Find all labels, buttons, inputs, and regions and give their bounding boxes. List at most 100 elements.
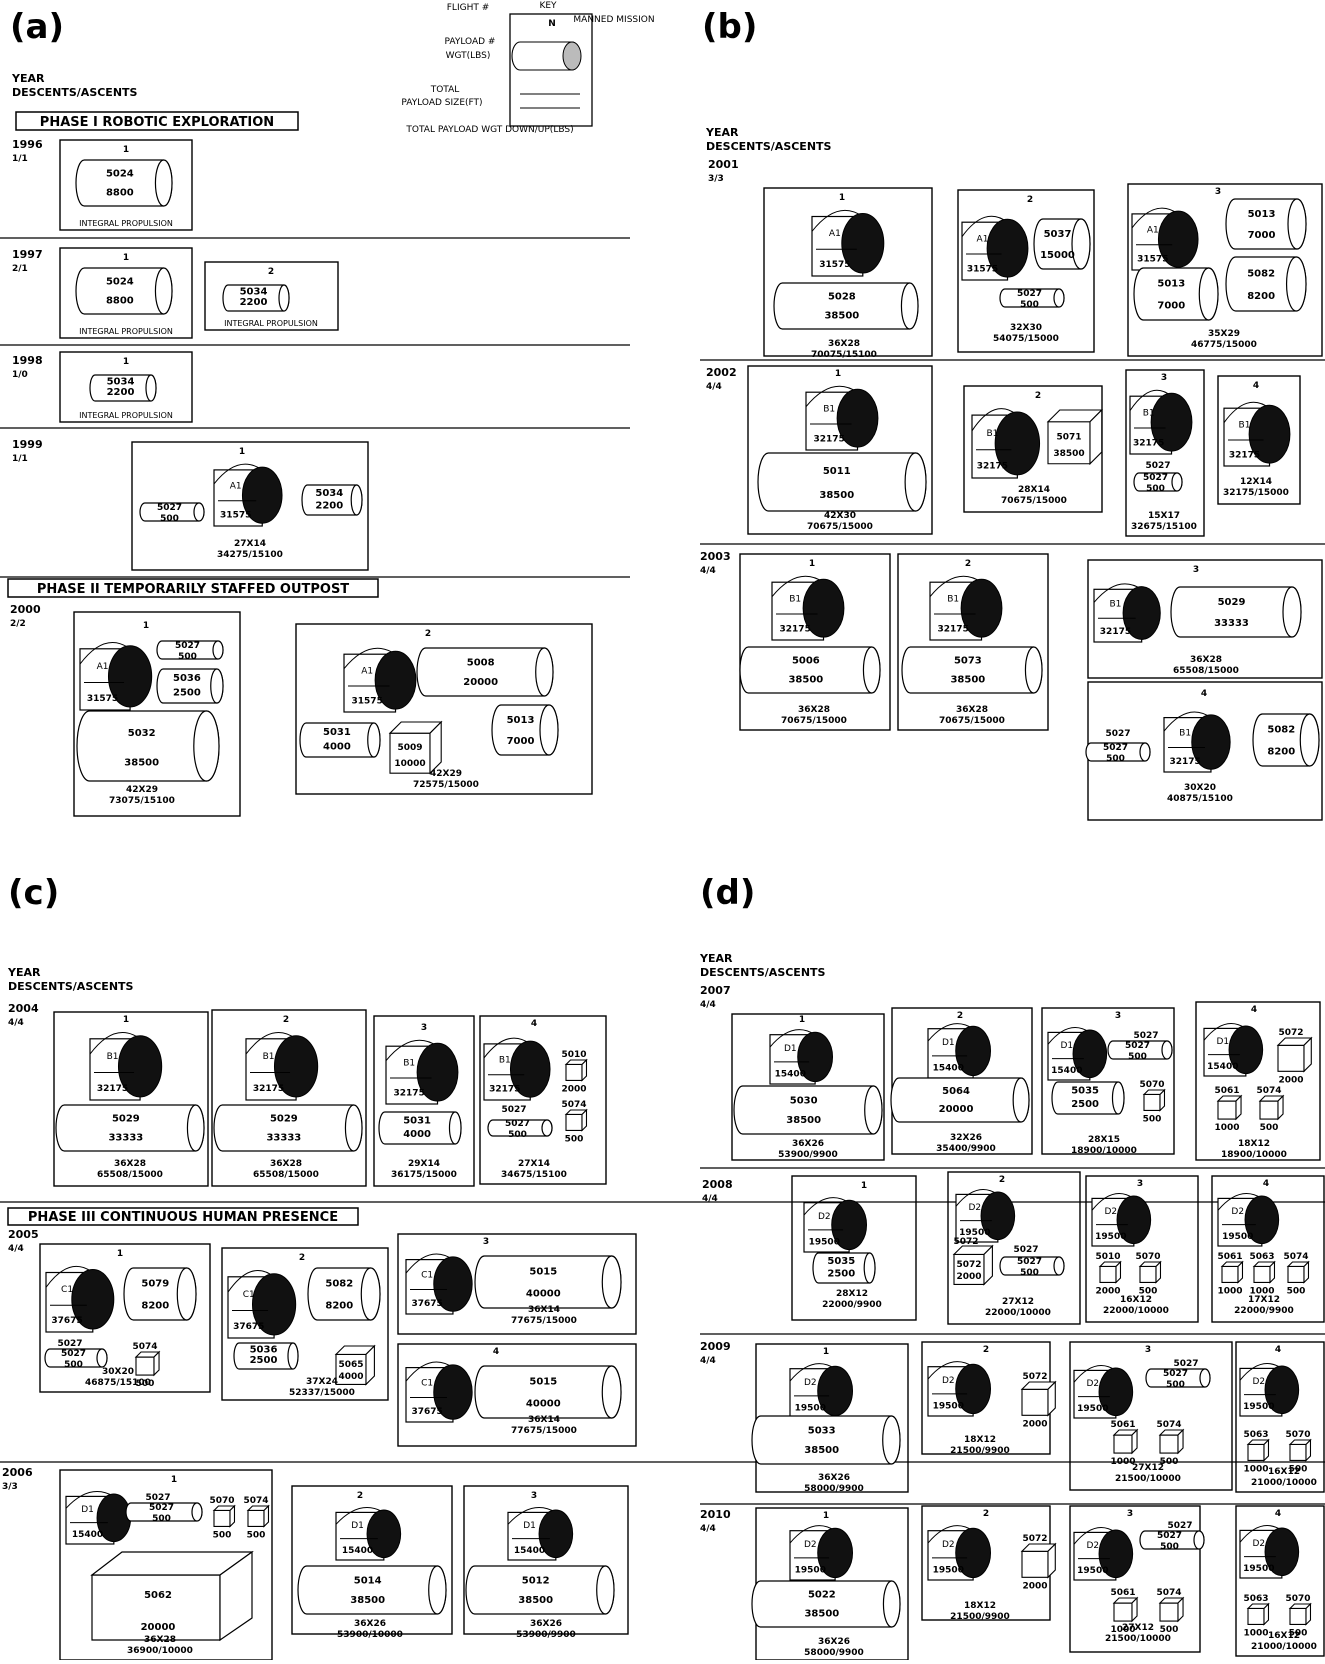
payload-weight: 40000 [526,1288,561,1299]
flight-number: 1 [809,559,815,569]
flight-box [947,1171,1081,1325]
year-label: 1999 [12,438,43,451]
payload-size: 27X12 [1122,1623,1154,1633]
year-header: YEAR [7,966,41,979]
habitat-id: D1 [1216,1037,1229,1047]
payload-total-weight: 53900/10000 [337,1630,403,1640]
payload-box-side [983,1244,993,1286]
payload-id: 5015 [529,1377,557,1388]
payload-size: 29X14 [408,1159,440,1169]
payload-weight: 2200 [315,500,343,511]
payload-box [1143,1093,1161,1112]
payload-size: 36X28 [270,1159,302,1169]
payload-weight: 8200 [325,1300,353,1311]
manned-hatch [802,578,845,638]
key-manned: MANNED MISSION [573,15,654,25]
payload-box-side [1263,1438,1270,1462]
payload-weight: 38500 [950,675,985,686]
payload-total-weight: 34675/15100 [501,1170,567,1180]
habitat-weight: 37675 [411,1407,442,1417]
habitat-weight: 32175 [977,462,1008,472]
payload-size: 36X28 [956,705,988,715]
payload-weight: 7000 [507,736,535,747]
flight-number: 2 [965,559,971,569]
flight-number: 2 [983,1345,989,1355]
payload-id: 5028 [828,292,856,303]
payload-cylinder [733,1085,883,1135]
habitat-id: C1 [421,1379,433,1389]
payload-total-weight: 22000/9900 [1234,1306,1294,1316]
payload-total-weight: 21500/9900 [950,1612,1010,1622]
key-size: PAYLOAD SIZE(FT) [401,98,482,108]
cylinder-end [428,1565,447,1615]
flight-box [53,1011,209,1187]
panel-label-b: (b) [702,7,757,47]
payload-id: 5082 [1247,268,1275,279]
payload-total-weight: 65508/15000 [253,1170,319,1180]
cylinder-end [193,710,220,782]
payload-total-weight: 46775/15000 [1191,340,1257,350]
manned-hatch [241,466,283,524]
cylinder-end [535,647,554,697]
flight-box [1069,1505,1201,1653]
payload-weight: 33333 [266,1133,301,1144]
cylinder-end [287,1342,299,1370]
payload-id: 5027 [157,503,182,513]
year-header: YEAR [699,952,733,965]
payload-id: 5027 [57,1339,82,1349]
flight-box [755,1343,909,1493]
habitat-weight: 15400 [514,1546,545,1556]
flight-box [1235,1505,1325,1657]
payload-weight: 38500 [518,1595,553,1606]
payload-cylinder [416,647,554,697]
flight-number: 2 [999,1175,1005,1185]
payload-id: 5074 [132,1342,157,1352]
payload-box-side [1303,1260,1310,1284]
payload-total-weight: 70675/15000 [939,716,1005,726]
payload-weight: 500 [1160,1457,1179,1467]
payload-id: 5027 [175,641,200,651]
payload-id: 5027 [1103,743,1128,753]
payload-weight: 1000 [1110,1457,1135,1467]
integral-propulsion-label: INTEGRAL PROPULSION [79,219,173,228]
payload-box [1113,1434,1133,1454]
payload-id: 5072 [1022,1372,1047,1382]
payload-size: 36X28 [798,705,830,715]
payload-box-side [1277,1094,1284,1121]
payload-box-side [1131,1428,1138,1455]
key-manned-end [562,41,582,71]
payload-id: 5009 [397,743,422,753]
payload-total-weight: 70675/15000 [807,522,873,532]
key-box [509,13,593,127]
habitat-weight: 32175 [97,1084,128,1094]
cylinder-end [154,159,173,207]
flight-number: 1 [823,1511,829,1521]
panel-label-a: (a) [10,7,64,47]
payload-weight: 2200 [107,387,135,398]
habitat-id: D1 [942,1038,955,1048]
payload-size: 42X29 [126,785,158,795]
habitat-id: D2 [818,1212,831,1222]
payload-weight: 38500 [824,311,859,322]
payload-weight: 500 [1020,300,1039,310]
phase-title: PHASE II TEMPORARILY STAFFED OUTPOST [37,582,349,597]
payload-weight: 2000 [561,1084,586,1094]
payload-id: 5031 [323,727,351,738]
payload-weight: 2000 [1022,1419,1047,1429]
manned-hatch [433,1364,473,1420]
flight-number: 2 [357,1491,363,1501]
payload-weight: 38500 [804,1609,839,1620]
habitat-weight: 19500 [933,1402,964,1412]
habitat-id: A1 [361,666,373,676]
payload-size: 36X14 [528,1305,560,1315]
manned-hatch [955,1025,992,1077]
key-title: KEY [539,1,557,11]
payload-id: 5074 [561,1100,586,1110]
year-label: 2007 [700,984,731,997]
flight-box [59,139,193,231]
payload-size: 32X30 [1010,323,1042,333]
descents-ascents: 4/4 [702,1194,718,1204]
payload-id: 5063 [1243,1594,1268,1604]
flight-number: 3 [483,1237,489,1247]
payload-id: 5027 [1017,1257,1042,1267]
